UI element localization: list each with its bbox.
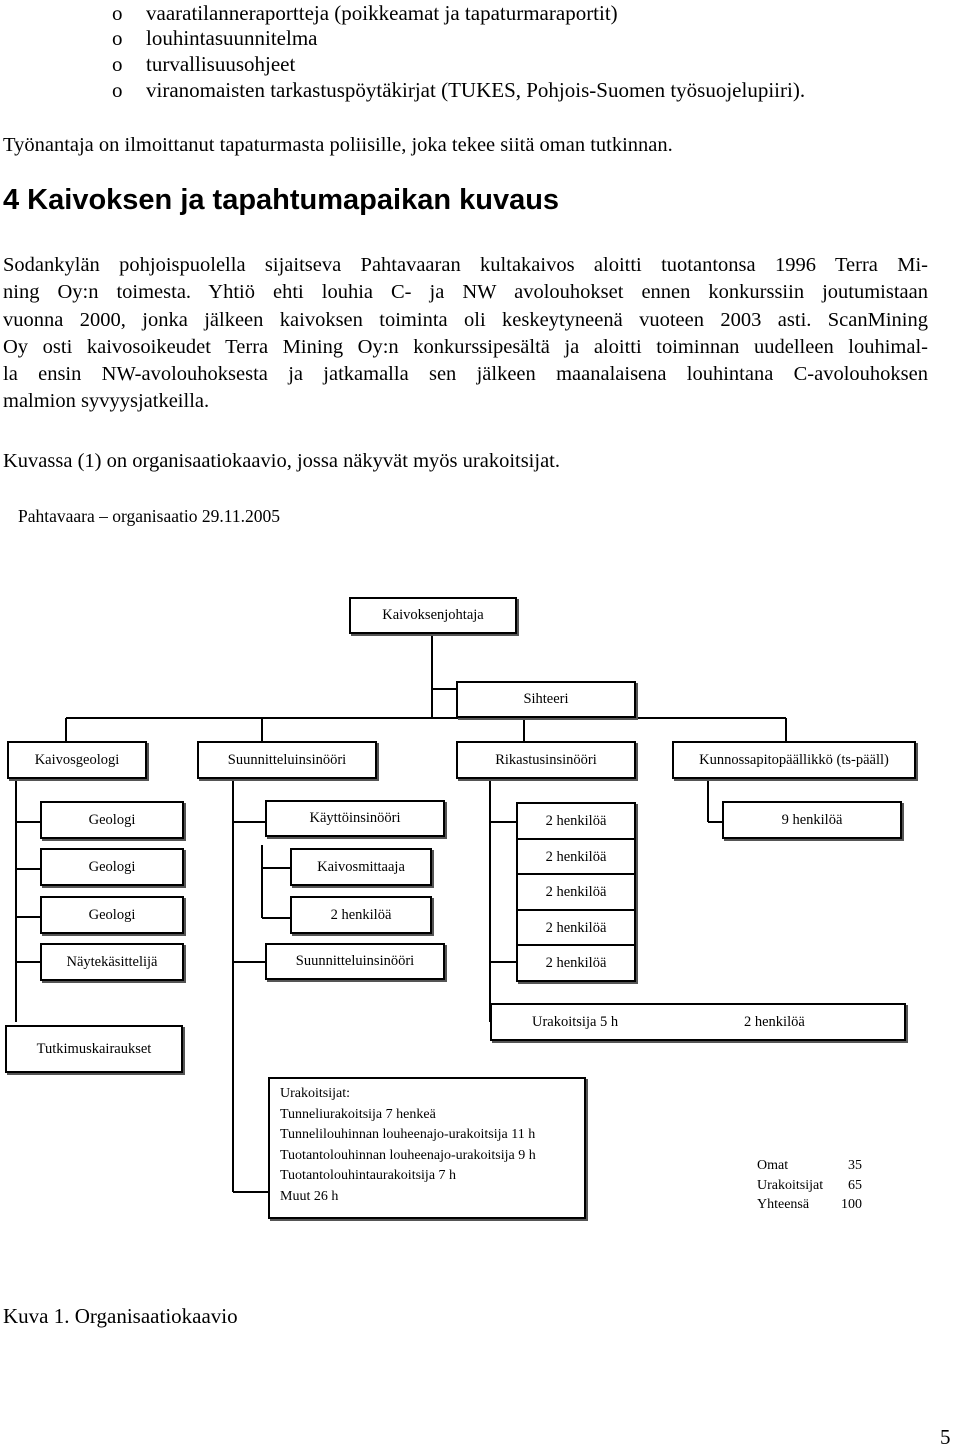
- org-totals: Omat 35 Urakoitsijat 65 Yhteensä 100: [757, 1156, 862, 1215]
- org-box-processing-staff: 2 henkilöä: [516, 909, 636, 947]
- org-box-processing-staff: 2 henkilöä: [516, 802, 636, 840]
- org-box-operating-engineer: Käyttöinsinööri: [265, 800, 445, 837]
- bullet-marker: o: [112, 26, 123, 50]
- contractor-label: Urakoitsija 5 h: [532, 1013, 619, 1030]
- paragraph-figure-ref: Kuvassa (1) on organisaatiokaavio, jossa…: [3, 450, 560, 472]
- org-box-head-processing: Rikastusinsinööri: [456, 741, 636, 779]
- bullet-marker: o: [112, 78, 123, 102]
- bullet-text: louhintasuunnitelma: [146, 26, 318, 50]
- org-box-contractors-list: Urakoitsijat: Tunneliurakoitsija 7 henke…: [268, 1077, 586, 1219]
- totals-label: Yhteensä: [757, 1197, 810, 1212]
- totals-label: Omat: [757, 1158, 789, 1173]
- org-box-head-maintenance: Kunnossapitopäällikkö (ts-pääll): [672, 741, 916, 779]
- paragraph-line: ning Oy:n toimesta. Yhtiö ehti louhia C-…: [3, 281, 928, 304]
- totals-value: 100: [841, 1197, 862, 1212]
- figure-caption: Kuva 1. Organisaatiokaavio: [3, 1304, 238, 1328]
- org-box-planning-staff: 2 henkilöä: [290, 896, 432, 934]
- totals-value: 35: [848, 1158, 862, 1173]
- org-box-mine-surveyor: Kaivosmittaaja: [290, 848, 432, 886]
- org-box-secretary: Sihteeri: [456, 681, 636, 718]
- org-box-processing-staff: 2 henkilöä: [516, 838, 636, 876]
- org-box-maintenance-staff: 9 henkilöä: [722, 801, 902, 839]
- page-number: 5: [940, 1425, 951, 1449]
- org-box-contractor: Urakoitsija 5 h 2 henkilöä: [490, 1003, 906, 1041]
- org-chart-title: Pahtavaara – organisaatio 29.11.2005: [18, 506, 280, 526]
- bullet-text: viranomaisten tarkastuspöytäkirjat (TUKE…: [146, 78, 806, 102]
- paragraph-line: Oy osti kaivosoikeudet Terra Mining Oy:n…: [3, 335, 928, 358]
- org-box-mine-manager: Kaivoksenjohtaja: [349, 597, 517, 634]
- bullet-marker: o: [112, 52, 123, 76]
- paragraph-line: vuonna 2000, jonka jälkeen kaivoksen toi…: [3, 308, 928, 331]
- bullet-text: turvallisuusohjeet: [146, 52, 296, 76]
- totals-value: 65: [848, 1177, 862, 1193]
- org-box-geologist: Geologi: [40, 848, 184, 886]
- contractors-line: Muut 26 h: [280, 1188, 339, 1204]
- org-box-head-geology: Kaivosgeologi: [7, 741, 147, 779]
- section-heading: 4 Kaivoksen ja tapahtumapaikan kuvaus: [3, 184, 560, 216]
- totals-label: Urakoitsijat: [757, 1177, 824, 1193]
- contractors-line: Tuotantolouhintaurakoitsija 7 h: [280, 1168, 457, 1183]
- contractors-line: Tunneliurakoitsija 7 henkeä: [280, 1106, 436, 1122]
- paragraph-police: Työnantaja on ilmoittanut tapaturmasta p…: [3, 134, 673, 156]
- org-box-processing-staff: 2 henkilöä: [516, 873, 636, 911]
- contractors-line: Tunnelilouhinnan louheenajo-urakoitsija …: [280, 1127, 536, 1142]
- paragraph-line: la ensin NW-avolouhoksesta ja jatkamalla…: [3, 363, 928, 386]
- org-box-planning-engineer: Suunnitteluinsinööri: [265, 943, 445, 980]
- paragraph-main: Sodankylän pohjoispuolella sijaitseva Pa…: [3, 252, 928, 416]
- org-box-processing-staff: 2 henkilöä: [516, 944, 636, 982]
- paragraph-line: Sodankylän pohjoispuolella sijaitseva Pa…: [3, 254, 928, 276]
- contractor-staff: 2 henkilöä: [744, 1013, 805, 1030]
- contractors-line: Urakoitsijat:: [280, 1086, 350, 1101]
- org-box-geologist: Geologi: [40, 801, 184, 839]
- totals-row: Yhteensä 100: [757, 1195, 862, 1215]
- contractors-line: Tuotantolouhinnan louheenajo-urakoitsija…: [280, 1147, 536, 1163]
- org-box-sample-handler: Näytekäsittelijä: [40, 943, 184, 981]
- org-box-research-drilling: Tutkimuskairaukset: [5, 1025, 183, 1073]
- paragraph-line: malmion syvyysjatkeilla.: [3, 390, 210, 413]
- totals-row: Omat 35: [757, 1156, 862, 1176]
- org-box-head-planning: Suunnitteluinsinööri: [197, 741, 377, 779]
- bullet-marker: o: [112, 1, 123, 25]
- bullet-text: vaaratilanneraportteja (poikkeamat ja ta…: [146, 1, 618, 25]
- totals-row: Urakoitsijat 65: [757, 1176, 862, 1196]
- org-box-geologist: Geologi: [40, 896, 184, 934]
